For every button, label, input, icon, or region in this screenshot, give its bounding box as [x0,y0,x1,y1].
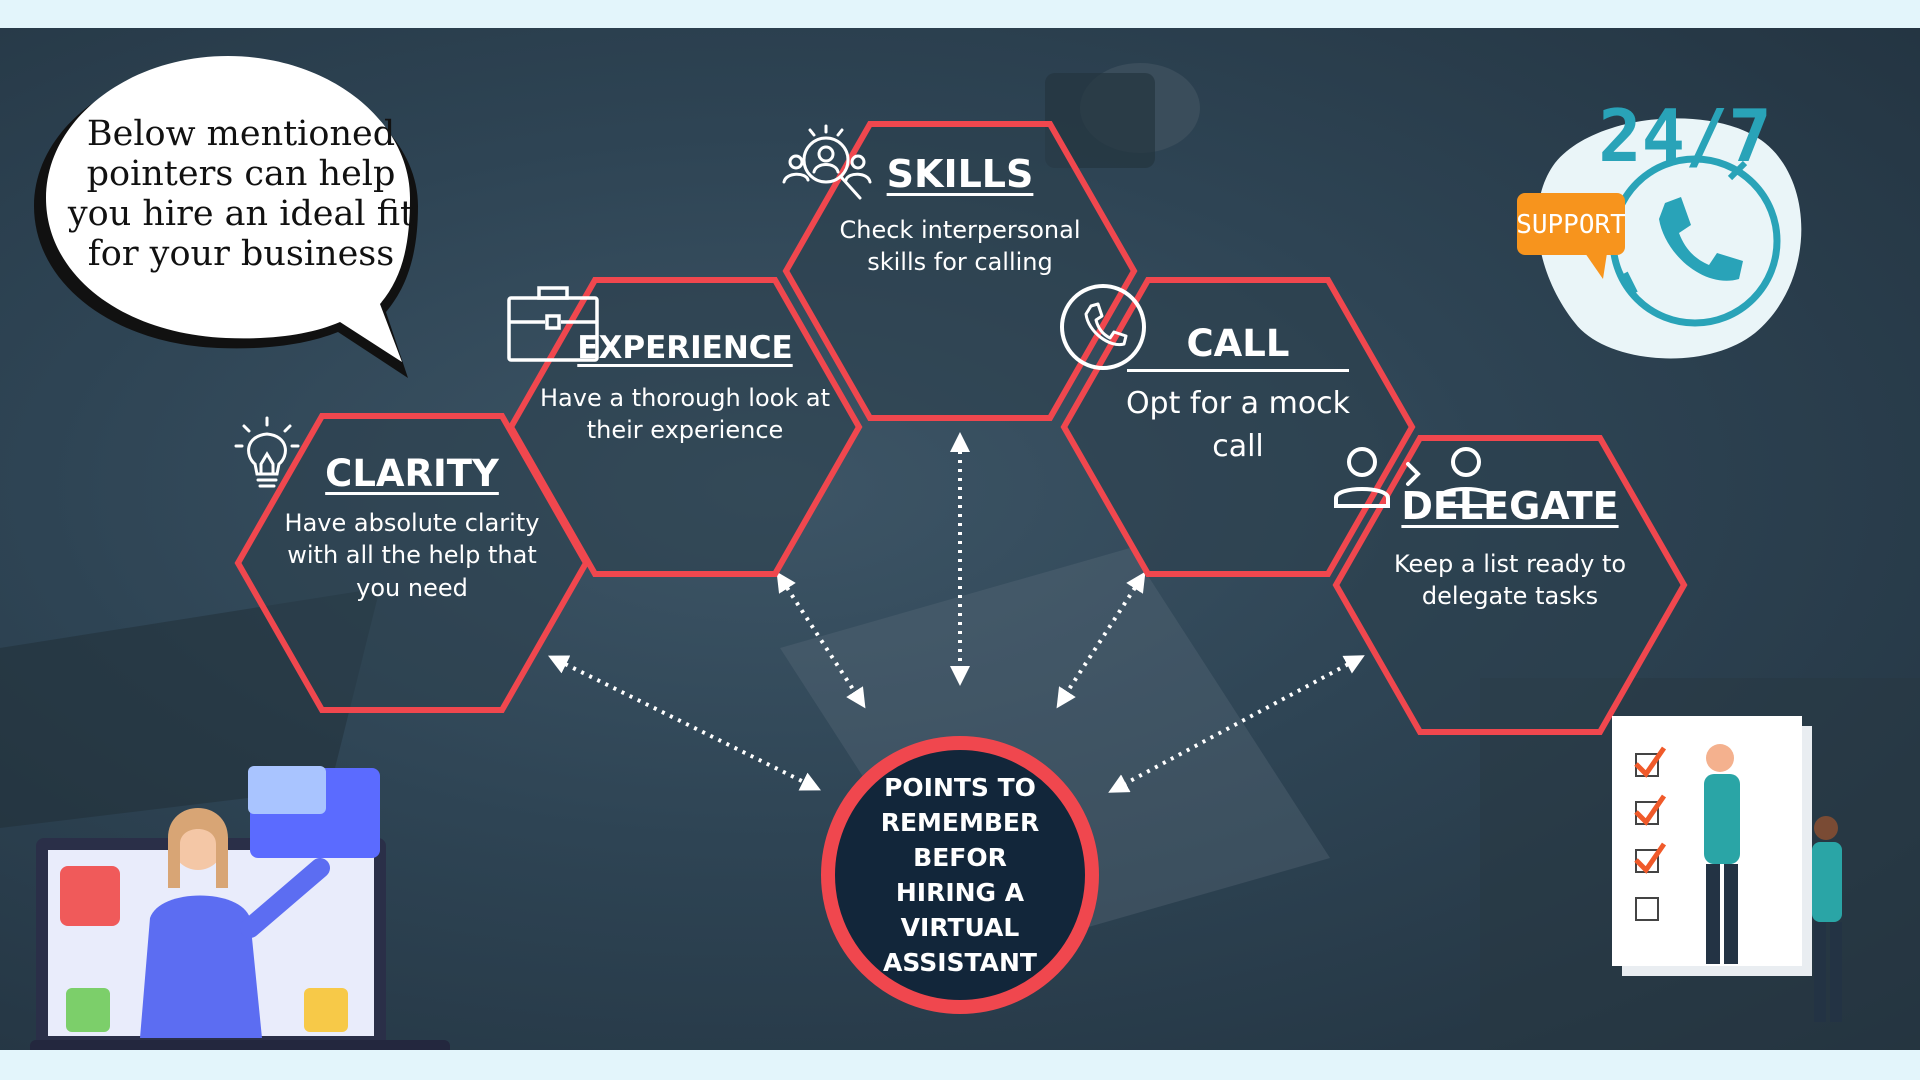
connector-call [1056,571,1146,709]
support-hours: 24/7 [1598,94,1771,178]
briefcase-icon [507,286,599,362]
phone-icon [1060,284,1146,370]
hex-description: Have a thorough look at their experience [540,384,830,445]
support-label: SUPPORT [1516,210,1626,240]
hex-description: Check interpersonal skills for calling [839,216,1081,277]
people-search-icon [782,124,872,200]
bubble-text: Below mentioned pointers can help you hi… [67,114,415,274]
support-badge: 24/7 SUPPORT [1515,83,1815,383]
virtual-assistant-illustration [30,766,450,1050]
hex-call: CALL Opt for a mock call [1058,274,1418,580]
checklist-handshake-illustration [1612,716,1842,1022]
center-text: POINTS TO REMEMBER BEFOR HIRING A VIRTUA… [880,773,1040,977]
hex-title: DELEGATE [1401,484,1619,528]
connector-lines [548,432,1365,793]
center-circle: POINTS TO REMEMBER BEFOR HIRING A VIRTUA… [815,730,1105,1020]
hex-description: Opt for a mock call [1125,386,1351,464]
hex-title: SKILLS [886,152,1034,196]
speech-bubble: Below mentioned pointers can help you hi… [18,56,418,390]
connector-experience [776,571,866,709]
hex-experience: EXPERIENCE Have a thorough look at their… [505,274,865,580]
hex-description: Keep a list ready to delegate tasks [1393,550,1627,611]
hex-title: CLARITY [325,452,499,495]
connector-delegate [1108,655,1365,793]
hex-description: Have absolute clarity with all the help … [284,509,540,602]
hex-title: CALL [1126,322,1350,372]
lightbulb-icon [234,416,300,488]
infographic-canvas: CLARITY Have absolute clarity with all t… [0,28,1920,1050]
hex-delegate: DELEGATE Keep a list ready to delegate t… [1330,432,1690,738]
hex-title: EXPERIENCE [577,330,793,366]
hex-clarity: CLARITY Have absolute clarity with all t… [232,410,592,716]
hex-skills: SKILLS Check interpersonal skills for ca… [780,118,1140,424]
delegate-users-icon [1334,447,1494,508]
connector-clarity [548,655,821,791]
